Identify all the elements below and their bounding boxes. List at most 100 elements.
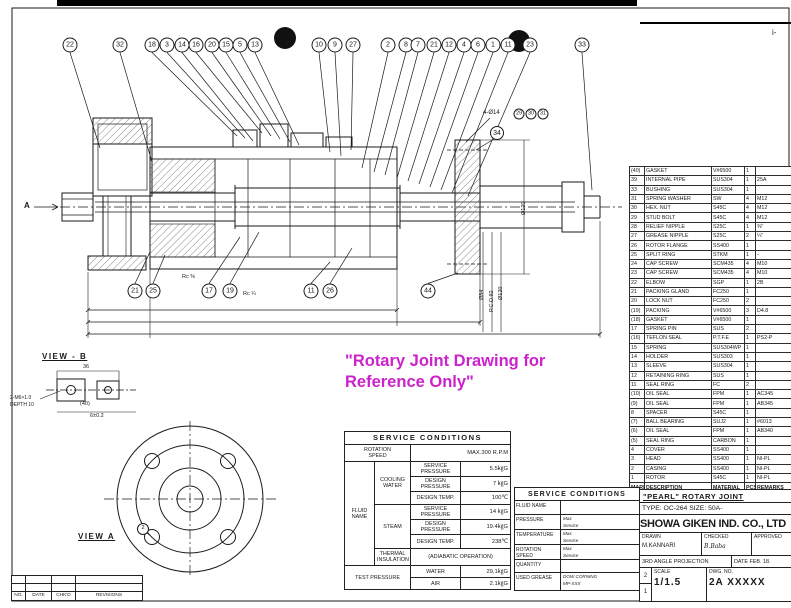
- row-label: USED GREASE: [515, 573, 561, 590]
- balloon-callout: 4: [456, 37, 472, 53]
- balloon-callout: 16: [188, 37, 204, 53]
- watermark-line2: Reference Only": [345, 373, 474, 391]
- row-label: QUANTITY: [515, 560, 561, 572]
- thermal-insulation-label: THERMAL INSULATION: [374, 548, 411, 566]
- dim-120-flange: Ø120: [521, 201, 527, 215]
- scan-line-top-right: [640, 22, 791, 24]
- balloon-callout: 21: [127, 283, 143, 299]
- balloon-callout: 1: [485, 37, 501, 53]
- revision-header-cell: CHK'D: [52, 592, 76, 601]
- steam-service-pressure-label: SERVICE PRESSURE: [410, 504, 461, 520]
- projection-label: 3RD ANGLE PROJECTION: [640, 556, 732, 567]
- product-name: "PEARL" ROTARY JOINT: [640, 490, 791, 503]
- balloon-callout: 34: [490, 126, 504, 140]
- balloon-callout: 10: [311, 37, 327, 53]
- balloon-callout: 13: [247, 37, 263, 53]
- steam-service-pressure-value: 14 ㎏G: [459, 504, 512, 520]
- balloon-callout: 17: [201, 283, 217, 299]
- cw-design-temp-value: 100℃: [459, 491, 512, 505]
- balloon-callout: 3: [159, 37, 175, 53]
- viewb-note-line2: DEPTH 10: [10, 402, 34, 408]
- balloon-callout: 32: [112, 37, 128, 53]
- dwg-no-cell: DWG. NO. 2A XXXXX: [707, 568, 791, 601]
- test-water-value: 29.1㎏G: [459, 565, 512, 578]
- cw-design-pressure-label: DESIGN PRESSURE: [410, 476, 461, 492]
- reference-only-watermark: "Rotary Joint Drawing for Reference Only…: [345, 351, 595, 393]
- scale-value: 1/1.5: [654, 577, 682, 588]
- balloon-callout: 19: [222, 283, 238, 299]
- test-air-label: AIR: [410, 577, 461, 590]
- port-label-rc14: Rc ¼: [243, 291, 256, 297]
- blank-service-title: SERVICE CONDITIONS: [515, 488, 639, 501]
- revision-header-cell: NO.: [12, 592, 26, 601]
- balloon-callout: 44: [420, 283, 436, 299]
- balloon-callout: 6: [470, 37, 486, 53]
- section-label-a: A: [24, 201, 30, 210]
- row-value: [561, 560, 639, 572]
- cw-design-pressure-value: 7 ㎏G: [459, 476, 512, 492]
- balloon-callout: 11: [303, 283, 319, 299]
- company-name: SHOWA GIKEN IND. CO., LTD: [640, 515, 791, 533]
- row-label: FLUID NAME: [515, 501, 561, 514]
- checked-signature: B.Baba: [704, 543, 726, 550]
- scan-bar-top: [57, 0, 637, 6]
- row-label: PRESSURE: [515, 515, 561, 529]
- cw-service-pressure-value: 5.5㎏G: [459, 461, 512, 477]
- steam-design-temp-value: 238℃: [459, 534, 512, 549]
- title-block: "PEARL" ROTARY JOINT TYPE: OC-264 SIZE: …: [639, 489, 791, 602]
- steam-design-pressure-label: DESIGN PRESSURE: [410, 519, 461, 535]
- viewb-dim-6: 6±0.2: [90, 413, 104, 419]
- balloon-callout: 25: [145, 283, 161, 299]
- viewb-note-line1: 2-M6×1.0: [10, 395, 32, 401]
- balloon-callout: 11: [500, 37, 516, 53]
- balloon-callout: 7: [410, 37, 426, 53]
- punch-hole-dot-left: [274, 27, 296, 49]
- row-label: TEMPERATURE: [515, 530, 561, 544]
- cooling-water-label: COOLING WATER: [374, 461, 411, 505]
- row-value: [561, 501, 639, 514]
- dwg-no-value: 2A XXXXX: [709, 577, 766, 588]
- port-label-rc38: Rc ⅜: [182, 274, 195, 280]
- balloon-callout: 26: [322, 283, 338, 299]
- view-a-title: VIEW A: [78, 532, 116, 541]
- cw-design-temp-label: DESIGN TEMP.: [410, 491, 461, 505]
- dim-84: Ø84: [479, 289, 485, 300]
- drawn-by: M.KANNARI: [642, 543, 676, 549]
- checked-cell: CHECKED B.Baba: [702, 533, 752, 555]
- balloon-callout: 30: [525, 108, 537, 120]
- balloon-callout: 2: [137, 523, 149, 535]
- scale-cell: SCALE 1/1.5: [652, 568, 707, 601]
